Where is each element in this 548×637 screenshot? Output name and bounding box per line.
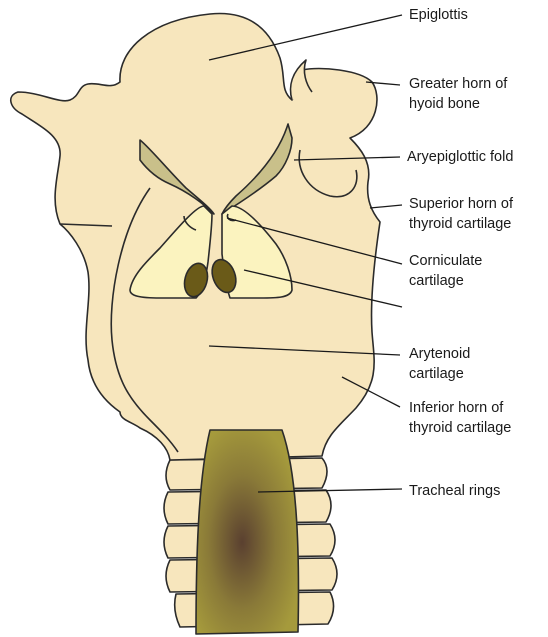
label-arytenoid: Arytenoid cartilage: [409, 346, 474, 382]
label-tracheal-rings: Tracheal rings: [409, 483, 500, 499]
label-inferior-horn: Inferior horn of thyroid cartilage: [409, 400, 511, 436]
label-corniculate: Corniculate cartilage: [409, 253, 486, 289]
label-superior-horn: Superior horn of thyroid cartilage: [409, 196, 517, 232]
label-epiglottis: Epiglottis: [409, 7, 468, 23]
leader-superior-horn: [370, 205, 402, 208]
label-greater-horn: Greater horn of hyoid bone: [409, 76, 511, 112]
trachea-lumen: [196, 430, 298, 634]
label-aryepiglottic-fold: Aryepiglottic fold: [407, 149, 513, 165]
